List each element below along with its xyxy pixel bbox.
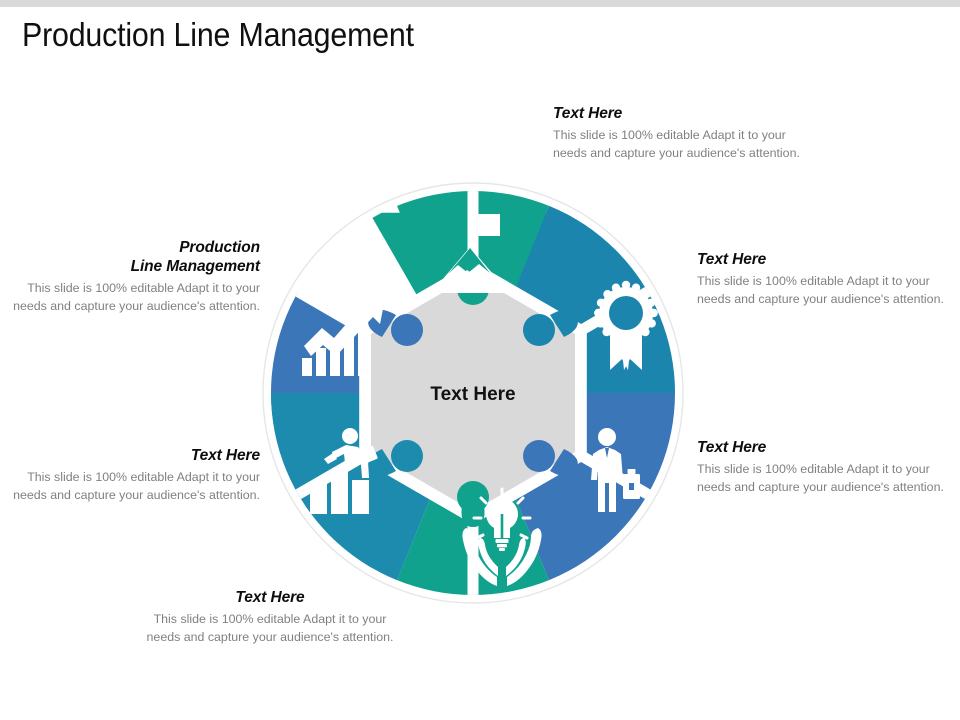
businessman-icon [591, 428, 640, 512]
callout-left-lower: Text Here This slide is 100% editable Ad… [10, 446, 260, 504]
top-accent-bar [0, 0, 960, 7]
knob-lower-right [523, 440, 578, 477]
callout-left-upper-heading-line1: Production [179, 239, 260, 256]
callout-left-upper-heading-line2: Line Management [130, 258, 261, 275]
callout-left-lower-heading: Text Here [190, 447, 260, 464]
callout-right-upper-body: This slide is 100% editable Adapt it to … [697, 274, 944, 306]
career-growth-icon [310, 428, 378, 514]
callout-bottom: Text Here This slide is 100% editable Ad… [145, 588, 395, 646]
callout-left-lower-body: This slide is 100% editable Adapt it to … [13, 470, 260, 502]
callout-bottom-heading: Text Here [235, 589, 305, 606]
knob-upper-right [523, 309, 578, 346]
knob-bottom [457, 481, 489, 527]
callout-left-upper-body: This slide is 100% editable Adapt it to … [13, 281, 260, 313]
callout-left-upper-heading: Production Line Management [10, 238, 261, 276]
callout-top-right-body: This slide is 100% editable Adapt it to … [553, 128, 800, 160]
award-ribbon-icon [594, 280, 658, 370]
callout-right-upper: Text Here This slide is 100% editable Ad… [697, 250, 947, 308]
callout-top-right-heading: Text Here [553, 105, 623, 122]
idea-in-hands-icon [462, 487, 542, 586]
callout-right-lower-body: This slide is 100% editable Adapt it to … [697, 462, 944, 494]
puzzle-circle-diagram: Text Here [258, 178, 688, 608]
center-label: Text Here [430, 384, 515, 405]
growth-chart-icon [302, 294, 386, 376]
callout-right-lower: Text Here This slide is 100% editable Ad… [697, 438, 947, 496]
callout-left-upper: Production Line Management This slide is… [10, 238, 260, 315]
page-title: Production Line Management [22, 16, 414, 53]
callout-right-upper-heading: Text Here [697, 251, 767, 268]
callout-right-lower-heading: Text Here [697, 439, 767, 456]
callout-bottom-body: This slide is 100% editable Adapt it to … [146, 612, 394, 644]
mountain-flag-icon [431, 213, 509, 293]
callout-top-right: Text Here This slide is 100% editable Ad… [553, 104, 808, 162]
